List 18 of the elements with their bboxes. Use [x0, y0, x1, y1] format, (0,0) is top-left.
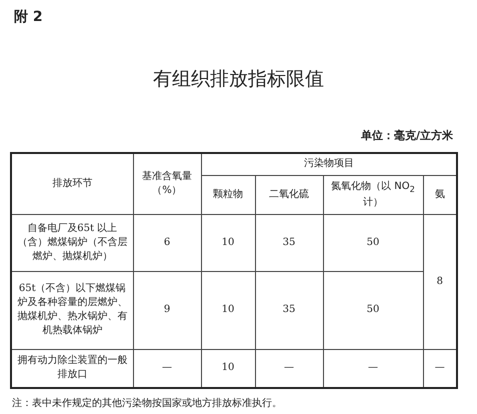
header-cell: 二氧化硫 — [255, 175, 323, 214]
data-cell: 35 — [255, 214, 323, 271]
data-cell: 35 — [255, 271, 323, 349]
appendix-label: 附 2 — [14, 8, 43, 26]
unit-label: 单位：毫克/立方米 — [360, 128, 453, 143]
data-cell: 10 — [201, 271, 255, 349]
data-cell: 自备电厂及65t 以上（含）燃煤锅炉（不含层燃炉、抛煤机炉） — [11, 214, 133, 271]
data-cell: 50 — [323, 214, 423, 271]
header-cell: 基准含氧量（%） — [133, 153, 201, 214]
data-cell: 65t（不含）以下燃煤锅炉及各种容量的层燃炉、抛煤机炉、热水锅炉、有机热载体锅炉 — [11, 271, 133, 349]
header-cell: 排放环节 — [11, 153, 133, 214]
footnote: 注：表中未作规定的其他污染物按国家或地方排放标准执行。 — [12, 396, 282, 410]
data-cell: 9 — [133, 271, 201, 349]
title: 有组织排放指标限值 — [152, 67, 325, 92]
header-cell: 氮氧化物（以 NO$_{2}$计） — [323, 175, 423, 214]
data-cell: 10 — [201, 214, 255, 271]
header-cell: 颗粒物 — [201, 175, 255, 214]
data-cell: 6 — [133, 214, 201, 271]
